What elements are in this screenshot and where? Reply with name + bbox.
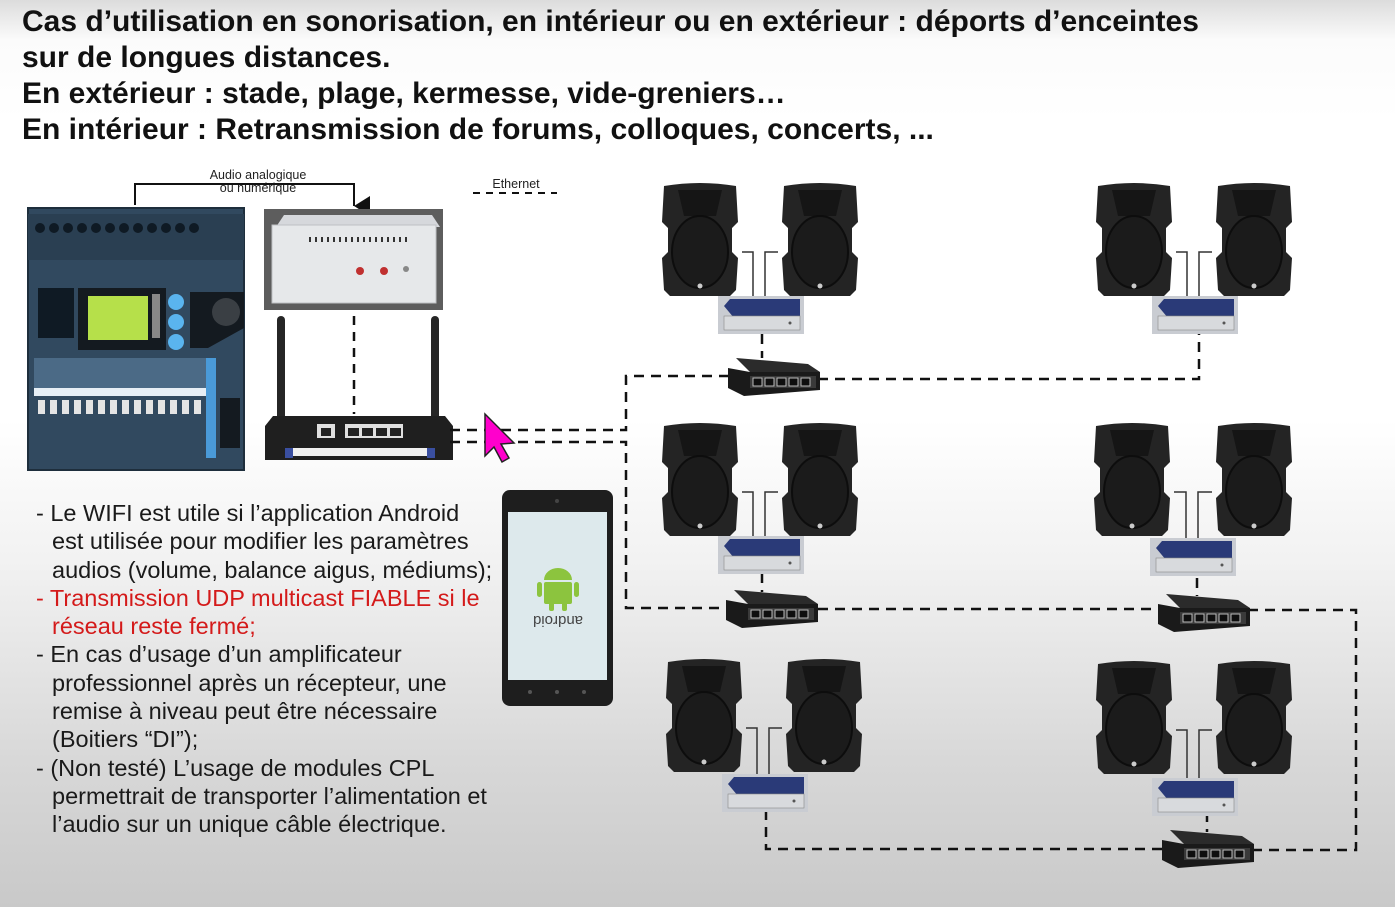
slide-title: Cas d’utilisation en sonorisation, en in… [22, 4, 1199, 148]
speaker-group [665, 658, 863, 813]
network-switch [727, 357, 821, 397]
ethernet-link [818, 333, 1201, 381]
speaker-group [1095, 660, 1293, 817]
network-switch [1161, 829, 1255, 869]
speaker-group [661, 182, 859, 335]
android-logo-icon [537, 568, 579, 611]
mouse-cursor-icon [484, 412, 516, 464]
notes-list: - Le WIFI est utile si l’application And… [36, 499, 496, 839]
speaker [781, 182, 859, 297]
ethernet-link [450, 374, 730, 432]
ethernet-link [764, 810, 1162, 851]
audio-link-label: Audio analogique ou numérique [186, 169, 330, 195]
wifi-router [265, 316, 453, 460]
audio-link-label-line: Audio analogique [209, 168, 307, 182]
speaker-group [661, 422, 859, 575]
network-switch [725, 589, 819, 629]
receiver-box [1151, 777, 1239, 817]
title-line: sur de longues distances. [22, 41, 391, 74]
receiver-box [1151, 295, 1239, 335]
receiver-box [1149, 537, 1237, 577]
audio-emitter-box [264, 209, 443, 310]
audio-link-label-line: ou numérique [219, 181, 297, 195]
speaker-group [1093, 422, 1293, 577]
receiver-box [721, 773, 809, 813]
note-item: - (Non testé) L’usage de modules CPL per… [36, 754, 487, 838]
ethernet-link [450, 440, 728, 610]
note-item-highlight: - Transmission UDP multicast FIABLE si l… [36, 584, 480, 640]
speaker-group [1095, 182, 1293, 335]
ethernet-link [1248, 608, 1358, 852]
title-line: En intérieur : Retransmission de forums,… [22, 113, 934, 146]
mixing-console [27, 207, 245, 471]
title-line: Cas d’utilisation en sonorisation, en in… [22, 5, 1199, 38]
android-wordmark: android [533, 612, 583, 629]
audio-link-line [134, 183, 370, 216]
note-item: - En cas d’usage d’un amplificateur prof… [36, 641, 447, 753]
receiver-box [717, 295, 805, 335]
note-item: - Le WIFI est utile si l’application And… [36, 500, 493, 583]
title-line: En extérieur : stade, plage, kermesse, v… [22, 77, 786, 110]
speaker [661, 182, 739, 297]
network-switch [1157, 593, 1251, 633]
receiver-box [717, 535, 805, 575]
ethernet-legend-label: Ethernet [492, 177, 540, 191]
android-smartphone: android [502, 490, 613, 706]
